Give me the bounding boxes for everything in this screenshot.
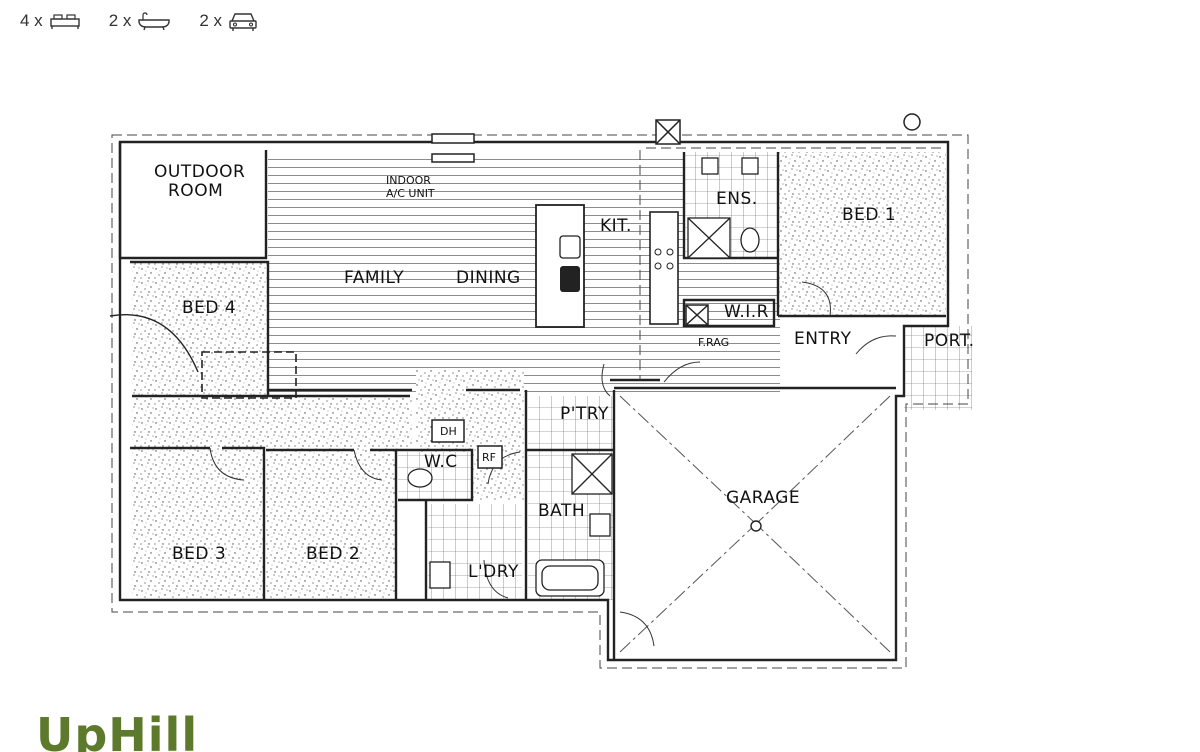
label-bed2: BED 2 <box>306 544 360 564</box>
bed4-arrow <box>109 314 199 373</box>
logo-text: UpHill <box>36 712 199 752</box>
label-porch: PORT. <box>924 331 974 351</box>
bath-wall <box>524 390 616 660</box>
car-icon <box>229 13 257 31</box>
label-ensuite: ENS. <box>716 189 758 209</box>
label-wir: W.I.R <box>724 302 769 322</box>
label-bath: BATH <box>538 501 585 521</box>
label-frag: F.RAG <box>698 336 729 349</box>
bathroom-spec: 2 x <box>109 11 172 31</box>
label-outdoor-room-1: OUTDOOR <box>154 162 245 182</box>
ac-unit-indoor <box>431 153 475 163</box>
bed4-robe-outline <box>201 351 297 399</box>
garage-roof-lines <box>619 395 891 653</box>
bath-icon <box>138 12 171 31</box>
label-rf: RF <box>482 451 496 464</box>
bath-basin <box>589 513 611 537</box>
label-kitchen: KIT. <box>600 216 632 236</box>
outdoor-wall <box>118 142 268 260</box>
north-point-icon <box>903 113 921 131</box>
annotation-markers <box>431 113 921 469</box>
wc-wall <box>396 448 474 502</box>
label-bed4: BED 4 <box>182 298 236 318</box>
label-entry: ENTRY <box>794 329 852 349</box>
roof-outline <box>111 134 969 669</box>
label-pantry: P'TRY <box>560 404 609 424</box>
floor-finishes <box>132 152 972 600</box>
doors <box>209 281 897 647</box>
label-dining: DINING <box>456 268 521 288</box>
label-garage: GARAGE <box>726 488 800 508</box>
external-wall <box>118 140 950 662</box>
property-specs: 4 x 2 x 2 x <box>20 8 280 34</box>
dh-box <box>431 419 465 443</box>
garage-light <box>750 520 762 532</box>
laundry-tub <box>429 561 451 589</box>
label-bed1: BED 1 <box>842 205 896 225</box>
cooktop-icon <box>560 266 580 292</box>
label-laundry: L'DRY <box>468 562 519 582</box>
label-family: FAMILY <box>344 268 404 288</box>
car-spec: 2 x <box>199 10 258 32</box>
label-bed3: BED 3 <box>172 544 226 564</box>
rf-box <box>477 445 503 469</box>
annotation-labels: INDOOR A/C UNIT F.RAG DH RF <box>386 174 729 464</box>
vanity-basin-1 <box>701 157 719 175</box>
ensuite-wall <box>682 152 780 316</box>
bed3-carpet <box>132 448 264 600</box>
ensuite-fixtures <box>687 157 760 259</box>
hall-carpet <box>132 396 412 448</box>
toilet-icon <box>740 227 760 253</box>
sink-icon <box>559 235 581 259</box>
label-ac-1: INDOOR <box>386 174 431 187</box>
vanity-basin-2 <box>741 157 759 175</box>
bed1-carpet <box>778 152 946 316</box>
kitchen-bench <box>649 211 679 325</box>
label-ac-2: A/C UNIT <box>386 187 435 200</box>
label-dh: DH <box>440 425 457 438</box>
bedroom-count: 4 x <box>20 11 43 30</box>
company-logo: UpHill <box>36 712 198 752</box>
bed-icon <box>49 14 80 29</box>
porch-tiles <box>904 326 972 410</box>
bath-fixtures <box>407 453 613 597</box>
bedroom-spec: 4 x <box>20 11 81 31</box>
label-outdoor-room-2: ROOM <box>168 181 223 201</box>
walls <box>118 140 950 662</box>
living-south-wall <box>268 378 660 392</box>
bed2-carpet <box>266 448 396 600</box>
kitchen <box>535 204 679 328</box>
bathroom-count: 2 x <box>108 11 132 30</box>
car-count: 2 x <box>199 11 223 30</box>
label-wc: W.C <box>424 452 458 472</box>
wc-toilet-icon <box>407 468 433 488</box>
pantry-tiles <box>528 396 614 452</box>
room-labels: OUTDOOR ROOM FAMILY DINING KIT. ENS. BED… <box>154 162 974 582</box>
bed3-wall <box>130 446 266 600</box>
ac-unit-outdoor <box>431 133 475 144</box>
bed4-carpet <box>132 262 268 396</box>
wir-wall <box>682 298 776 328</box>
